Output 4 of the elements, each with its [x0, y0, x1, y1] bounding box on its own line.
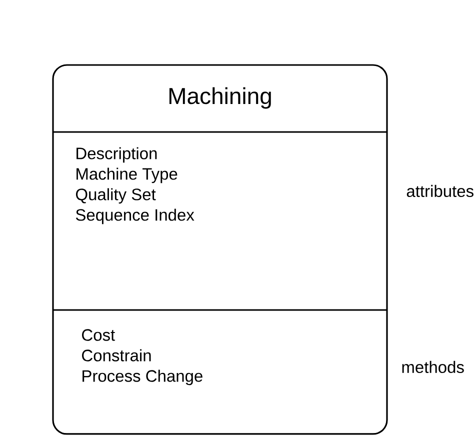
compartment-label: methods	[402, 360, 464, 374]
compartment-label: attributes	[406, 184, 474, 198]
attribute-list: Description Machine Type Quality Set Sequence Index	[76, 147, 194, 224]
method-list: Cost Constrain Process Change	[82, 329, 202, 386]
